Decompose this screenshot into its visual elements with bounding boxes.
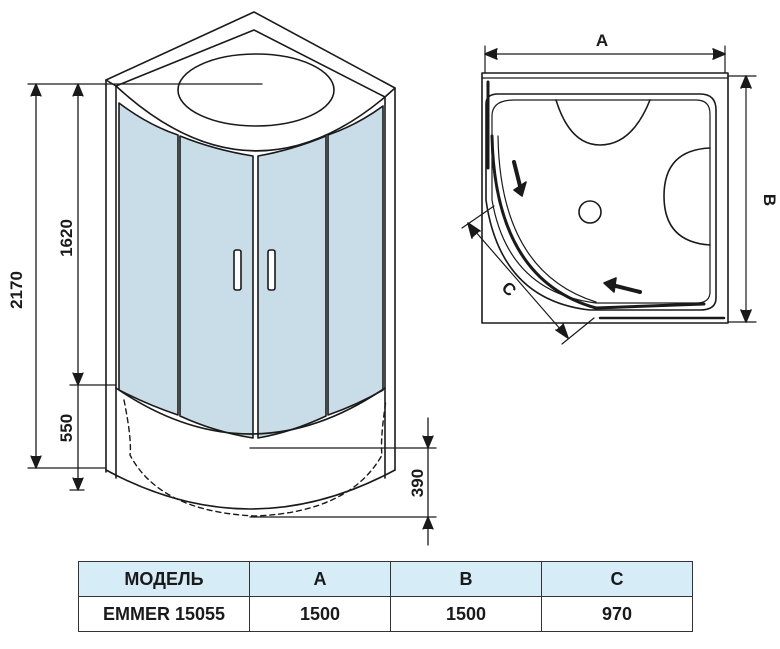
dim-height-door: 1620 <box>57 219 76 257</box>
table-header-row: МОДЕЛЬ A B C <box>78 561 693 597</box>
header-b: B <box>390 561 542 597</box>
spec-table: МОДЕЛЬ A B C EMMER 15055 1500 1500 970 <box>78 561 693 632</box>
plan-view <box>461 45 757 345</box>
plan-tray-rim <box>485 93 717 311</box>
door-handle-right <box>267 249 276 291</box>
dim-label-a: A <box>596 31 608 50</box>
roof-lip <box>115 85 386 152</box>
header-model: МОДЕЛЬ <box>78 561 250 597</box>
glass-panel-left <box>118 102 179 416</box>
dim-height-total: 2170 <box>7 271 26 309</box>
dim-label-b: B <box>760 194 779 206</box>
plan-door-arrow-right <box>610 283 642 294</box>
plan-drain <box>578 200 602 224</box>
shower-cabin-drawing: 2170 1620 550 390 A B C <box>7 11 779 546</box>
glass-panel-door-left <box>179 135 254 439</box>
plan-door-curve <box>490 134 706 310</box>
front-view <box>105 11 396 517</box>
dim-height-tray: 550 <box>57 414 76 442</box>
plan-tray-inner <box>491 99 711 304</box>
tray-inner-hidden <box>123 399 387 517</box>
glass-panel-right <box>327 105 384 416</box>
glass-panel-door-right <box>257 135 327 439</box>
plan-seat-side <box>663 147 711 246</box>
tray-front <box>105 469 396 510</box>
tray-top-edge <box>115 387 386 435</box>
plan-outer <box>481 72 729 324</box>
table-row: EMMER 15055 1500 1500 970 <box>78 596 693 632</box>
cell-model: EMMER 15055 <box>78 596 250 632</box>
roof-basin <box>177 53 335 127</box>
door-handle-left <box>233 249 242 291</box>
cell-c: 970 <box>541 596 693 632</box>
plan-seat-back <box>555 99 651 146</box>
dim-tray-depth: 390 <box>408 469 427 497</box>
header-c: C <box>541 561 693 597</box>
vertical-dimensions <box>27 83 437 546</box>
header-a: A <box>249 561 391 597</box>
cell-b: 1500 <box>390 596 542 632</box>
plan-door-arrow-left <box>512 160 522 188</box>
dim-label-c: C <box>498 278 520 300</box>
cell-a: 1500 <box>249 596 391 632</box>
